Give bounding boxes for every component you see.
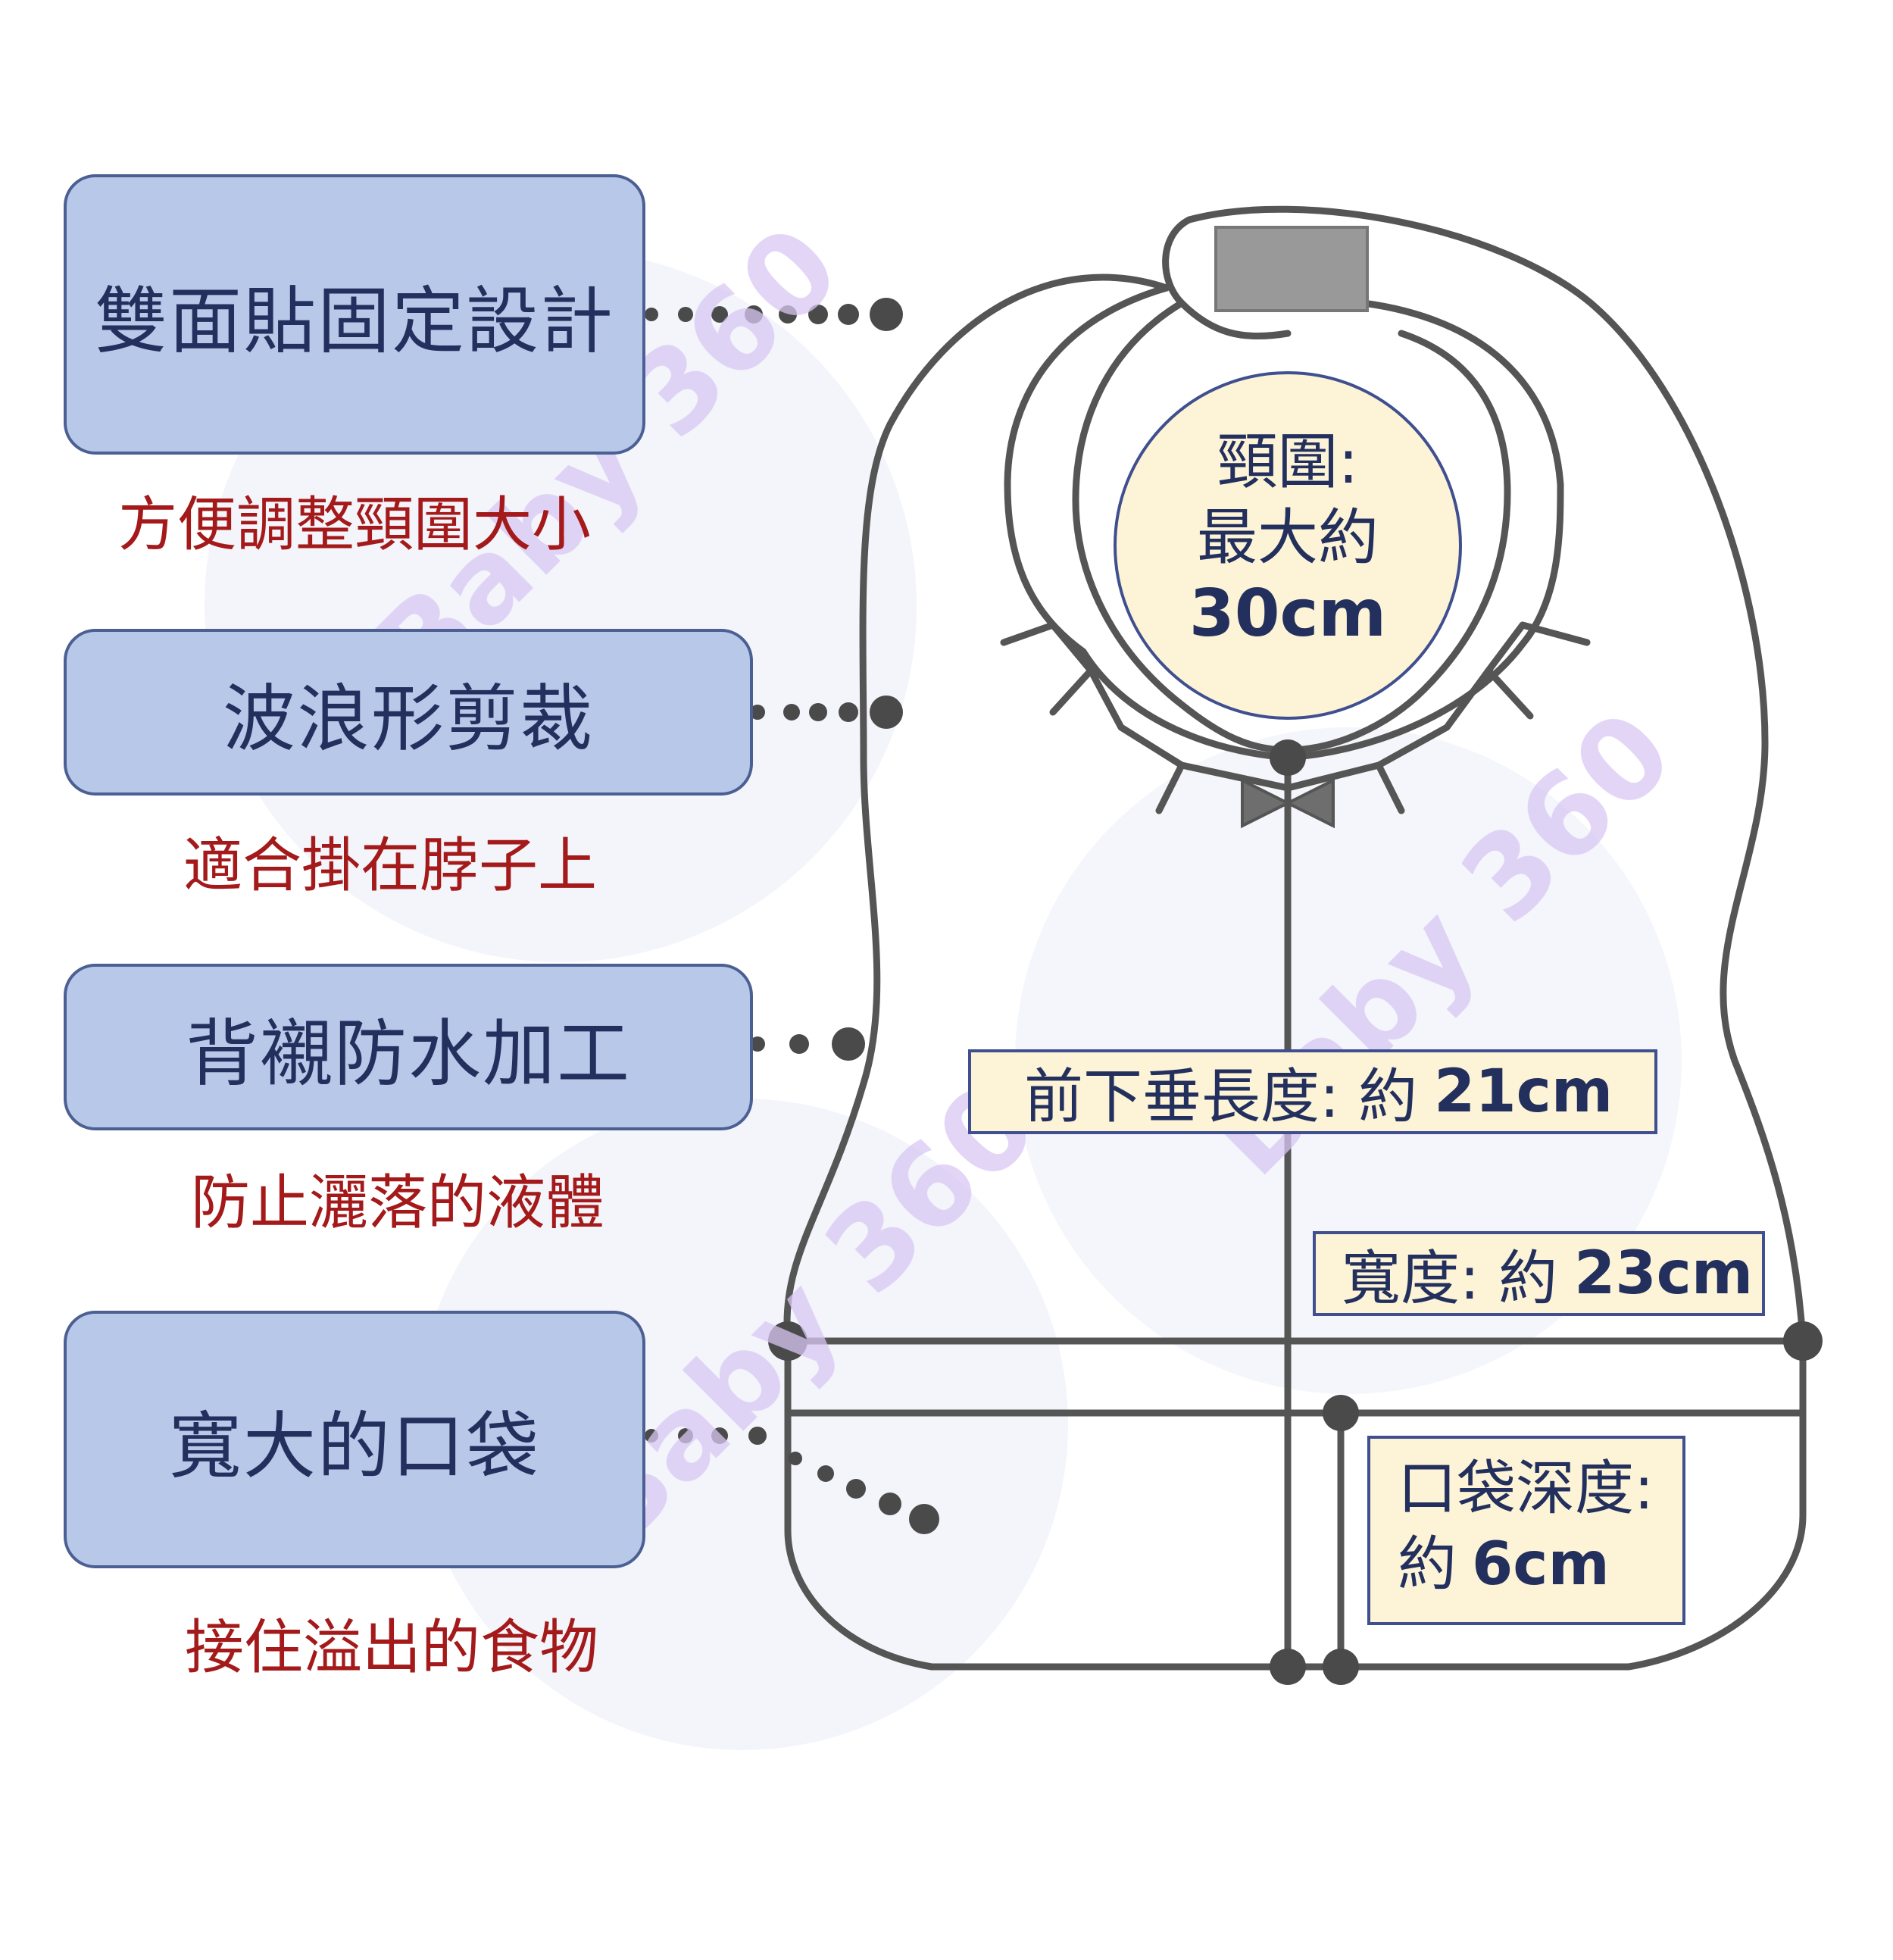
feature-title: 波浪形剪裁 <box>223 676 594 761</box>
feature-title: 寬大的口袋 <box>169 1403 540 1489</box>
bottom-dot <box>1270 1649 1306 1685</box>
length-measurement: 前下垂長度: 約 21cm <box>968 1049 1657 1134</box>
pocket-right-dot <box>1783 1321 1823 1361</box>
pocket-depth-approx: 約 <box>1398 1530 1457 1599</box>
feature-box-wavy-cut: 波浪形剪裁 <box>64 629 753 796</box>
feature-box-pocket: 寬大的口袋 <box>64 1311 645 1568</box>
neck-circle-highlight <box>1114 371 1462 720</box>
feature-title: 背襯防水加工 <box>186 1011 631 1096</box>
feature-benefit: 接住溢出的食物 <box>185 1614 599 1682</box>
watermark-circle <box>417 1099 1068 1750</box>
feature-benefit: 適合掛在脖子上 <box>183 832 598 900</box>
neck-value: 30cm <box>1189 576 1387 652</box>
pocket-top-dot <box>1323 1395 1359 1431</box>
callout-dots <box>645 298 939 1534</box>
neck-point-dot <box>1270 739 1306 776</box>
pocket-left-dot <box>768 1321 807 1361</box>
velcro-patch <box>1214 226 1369 312</box>
bow-icon <box>1241 777 1335 829</box>
neck-measurement: 頸圍: 最大約 30cm <box>1114 424 1462 652</box>
width-measurement: 寬度: 約 23cm <box>1313 1231 1765 1316</box>
length-label: 前下垂長度: 約 <box>1024 1063 1418 1131</box>
width-label: 寬度: 約 <box>1342 1245 1558 1313</box>
neck-label-2: 最大約 <box>1197 502 1379 573</box>
pocket-bottom-dot <box>1323 1649 1359 1685</box>
pocket-depth-value: 6cm <box>1472 1530 1610 1599</box>
feature-benefit: 方便調整頸圍大小 <box>118 491 592 559</box>
bib-outline <box>783 205 1807 1671</box>
length-value: 21cm <box>1434 1058 1613 1126</box>
pocket-depth-label: 口袋深度: <box>1398 1455 1654 1523</box>
feature-box-waterproof: 背襯防水加工 <box>64 964 753 1130</box>
width-value: 23cm <box>1574 1239 1754 1308</box>
bib-strap <box>1178 299 1292 340</box>
feature-title: 雙面貼固定設計 <box>95 278 614 364</box>
neck-label: 頸圍: <box>1217 427 1359 497</box>
feature-benefit: 防止灑落的液體 <box>191 1169 605 1237</box>
feature-box-velcro: 雙面貼固定設計 <box>64 174 645 455</box>
neck-outer-ring <box>1004 284 1170 655</box>
